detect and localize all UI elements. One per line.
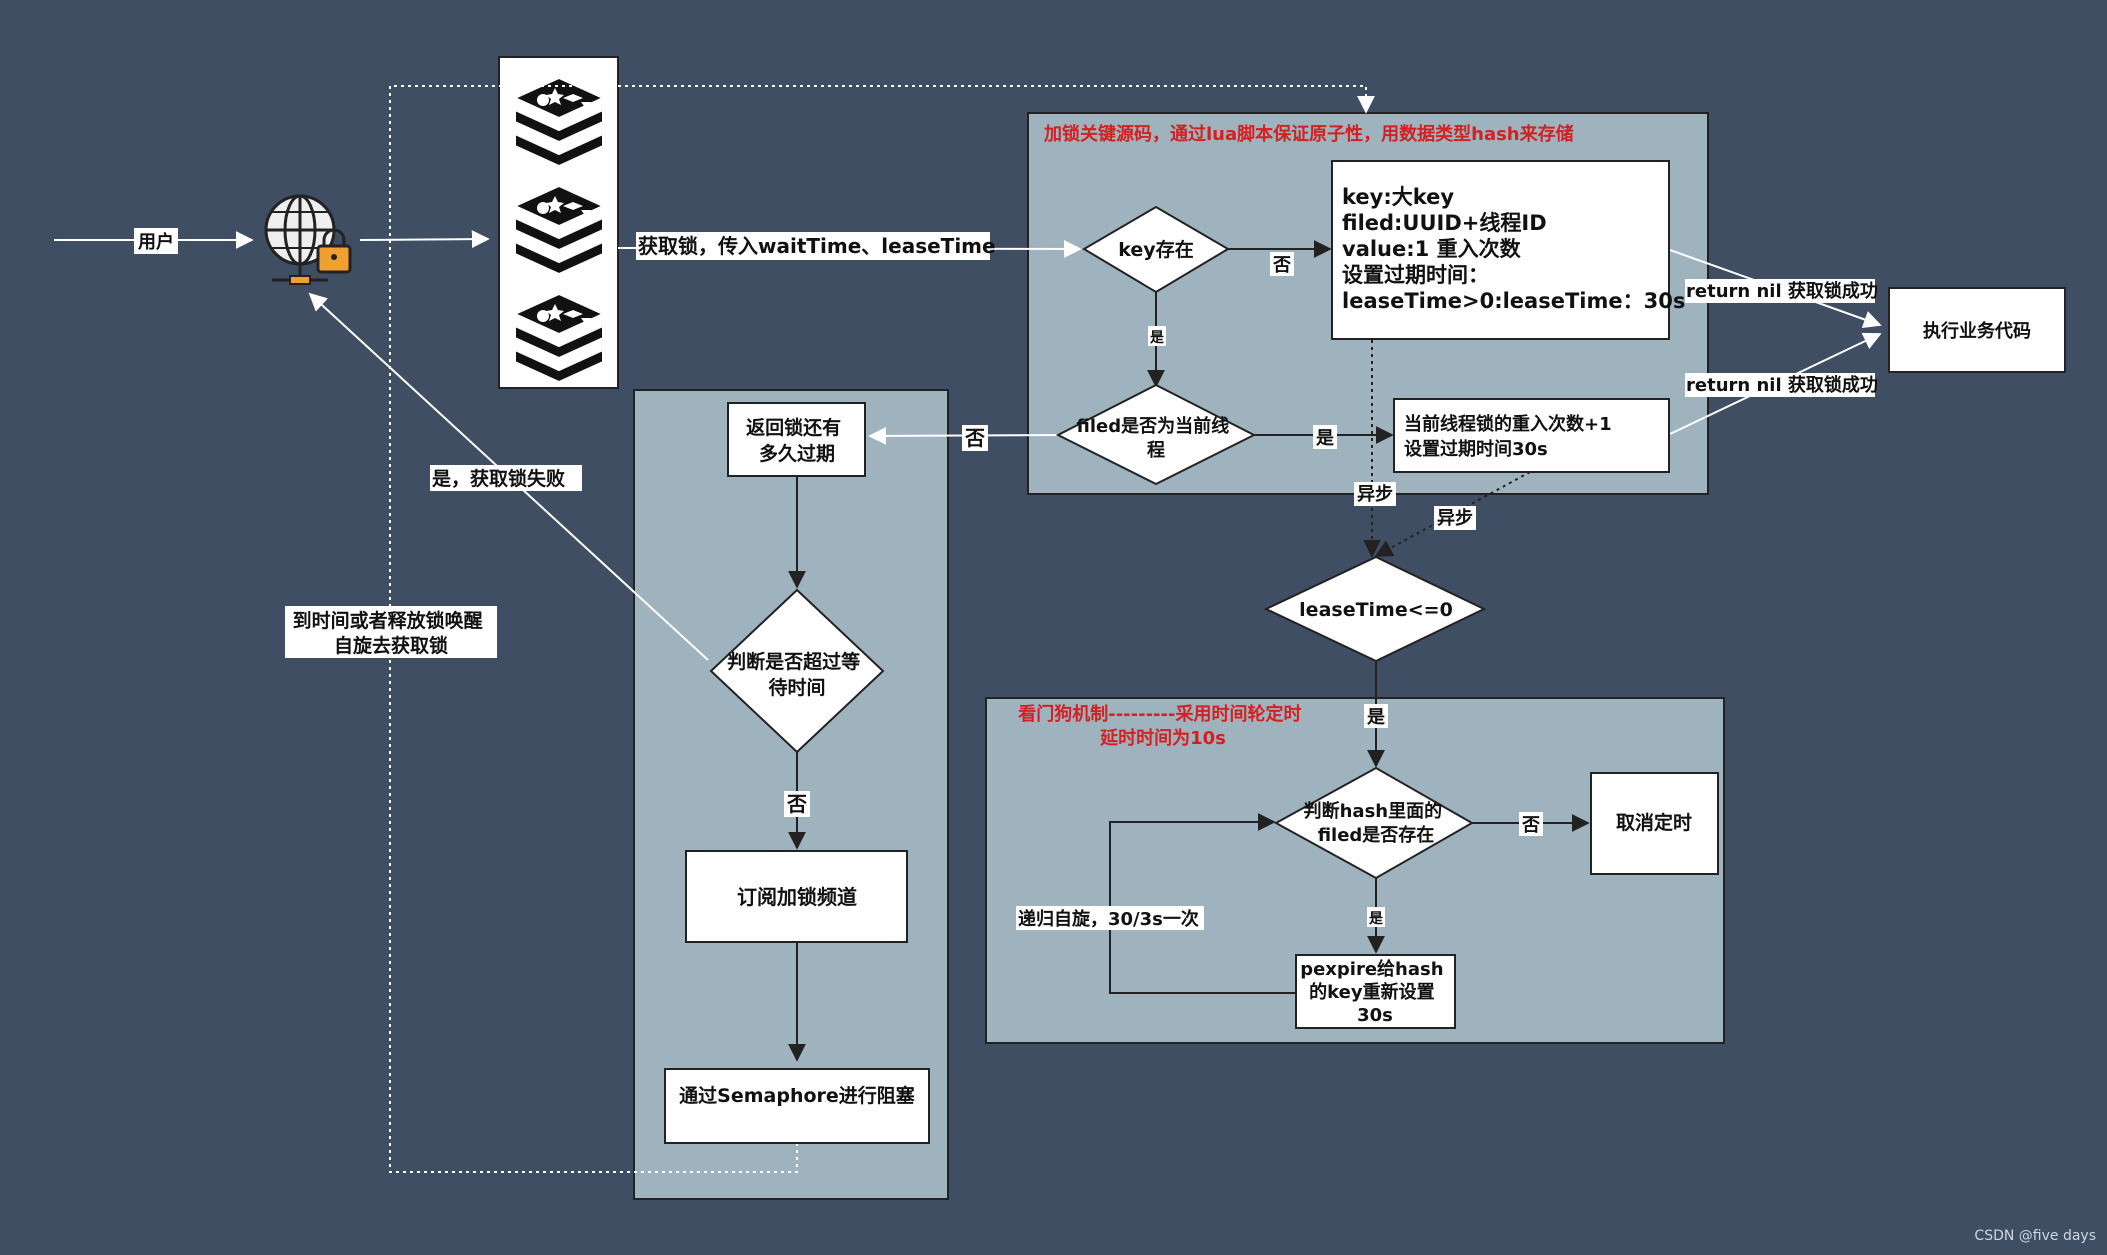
- hash-yes-bg: [1367, 907, 1385, 927]
- globe-lock-icon: [264, 194, 352, 285]
- field-current-diamond: [1055, 383, 1257, 486]
- reentry-text: 当前线程锁的重入次数+1 设置过期时间30s: [1404, 413, 1618, 460]
- return-nil-1-bg: [1685, 279, 1875, 303]
- key-no-label-bg: [1270, 252, 1294, 276]
- execute-box: [1888, 287, 2066, 373]
- cancel-timer-box: [1590, 772, 1719, 875]
- pexpire-box: [1295, 954, 1456, 1029]
- wait-check-diamond: [709, 588, 885, 754]
- async-2-bg: [1434, 506, 1476, 530]
- edge-globe-redis: [359, 230, 490, 249]
- field-current-label: filed是否为当前线 程: [1077, 415, 1236, 461]
- user-label: 用户: [138, 231, 174, 253]
- return-ttl-label: 返回锁还有 多久过期: [746, 416, 848, 465]
- field-yes-label-bg: [1313, 425, 1337, 449]
- field-yes-label: 是: [1315, 428, 1334, 449]
- lease-yes-bg: [1364, 704, 1388, 728]
- wait-no-bg: [784, 791, 810, 817]
- execute-label: 执行业务代码: [1923, 320, 2031, 342]
- wait-check-label: 判断是否超过等 待时间: [727, 650, 867, 699]
- reentry-box: [1393, 398, 1670, 473]
- hash-yes-label: 是: [1369, 911, 1384, 927]
- return-nil-1-label: return nil 获取锁成功: [1686, 280, 1878, 302]
- lease-yes-label: 是: [1366, 707, 1385, 728]
- semaphore-label: 通过Semaphore进行阻塞: [679, 1084, 916, 1107]
- lua-panel-title: 加锁关键源码，通过lua脚本保证原子性，用数据类型hash来存储: [1043, 123, 1574, 145]
- subscribe-label: 订阅加锁频道: [737, 885, 857, 909]
- user-label-bg: [134, 228, 178, 254]
- lease-check-label: leaseTime<=0: [1299, 599, 1453, 621]
- key-yes-label-bg: [1148, 326, 1166, 346]
- field-no-label-bg: [962, 425, 988, 451]
- wait-no-label: 否: [786, 792, 807, 816]
- lease-check-diamond: [1263, 555, 1487, 663]
- spin-label: 递归自旋，30/3s一次: [1018, 908, 1199, 930]
- watermark: CSDN @five days: [1974, 1228, 2096, 1244]
- watchdog-panel-title: 看门狗机制---------采用时间轮定时 延时时间为10s: [1017, 703, 1308, 749]
- fail-label-bg: [430, 465, 582, 491]
- wake-label: 到时间或者释放锁唤醒 自旋去获取锁: [293, 609, 490, 657]
- spin-label-bg: [1016, 906, 1204, 930]
- fail-label: 是，获取锁失败: [432, 467, 565, 490]
- key-info-text: key:大key filed:UUID+线程ID value:1 重入次数 设置…: [1342, 185, 1685, 313]
- field-no-label: 否: [964, 426, 985, 450]
- hash-no-bg: [1519, 812, 1543, 836]
- async-1-bg: [1354, 482, 1396, 506]
- return-ttl-box: [727, 402, 866, 477]
- semaphore-box: [664, 1068, 930, 1144]
- acquire-label-bg: [636, 232, 990, 260]
- hash-check-diamond: [1273, 766, 1475, 880]
- return-nil-2-bg: [1685, 373, 1875, 397]
- edge-async-2: [1374, 471, 1531, 557]
- async-1-label: 异步: [1357, 483, 1393, 505]
- hash-check-label: 判断hash里面的 filed是否存在: [1304, 800, 1449, 846]
- key-yes-label: 是: [1150, 330, 1165, 346]
- key-exists-diamond: [1082, 205, 1230, 294]
- key-no-label: 否: [1272, 255, 1291, 276]
- pexpire-label: pexpire给hash 的key重新设置 30s: [1300, 958, 1450, 1026]
- key-info-box: [1331, 160, 1670, 340]
- wake-label-bg: [285, 606, 497, 658]
- acquire-label: 获取锁，传入waitTime、leaseTime: [638, 234, 996, 258]
- cancel-timer-label: 取消定时: [1616, 811, 1692, 834]
- key-exists-label: key存在: [1118, 238, 1193, 261]
- subscribe-box: [685, 850, 908, 943]
- return-nil-2-label: return nil 获取锁成功: [1686, 374, 1878, 396]
- async-2-label: 异步: [1437, 507, 1473, 529]
- hash-no-label: 否: [1521, 815, 1540, 836]
